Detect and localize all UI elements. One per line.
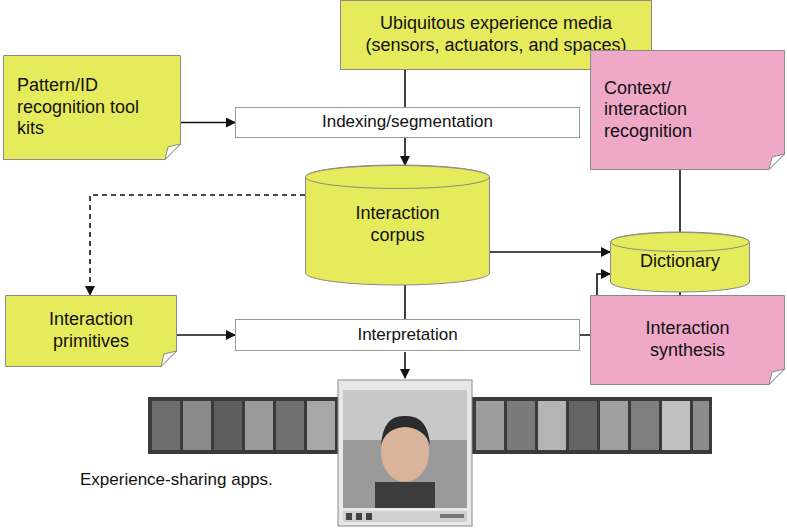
process-box: Indexing/segmentation: [235, 107, 580, 138]
node-text: Interpretation: [357, 325, 457, 345]
connector-arrow: [90, 195, 305, 295]
connector-arrow: [404, 70, 406, 107]
note-box: Context/ interaction recognition: [590, 50, 785, 170]
database-cylinder: Interaction corpus: [305, 165, 490, 285]
process-box: Interpretation: [235, 319, 580, 351]
connector-arrow: [490, 251, 610, 253]
film-strip-left: [148, 397, 338, 454]
node-text: Interaction primitives: [31, 309, 151, 352]
connector-arrow: [404, 285, 406, 319]
node-text: Interaction corpus: [338, 203, 458, 246]
note-box: Interaction primitives: [5, 295, 177, 367]
node-text: Dictionary: [640, 251, 720, 273]
connector-arrow: [404, 138, 406, 165]
node-text: Pattern/ID recognition tool kits: [17, 75, 147, 140]
video-player: [338, 380, 472, 526]
output-arrow: [404, 352, 406, 378]
node-text: Interaction synthesis: [623, 318, 753, 361]
note-box: Interaction synthesis: [590, 295, 785, 385]
connector-arrow: [177, 334, 235, 336]
connector-arrow: [679, 170, 681, 232]
connector-arrow: [181, 122, 235, 124]
caption-label: Experience-sharing apps.: [80, 470, 273, 490]
database-cylinder: Dictionary: [610, 232, 750, 292]
node-text: Context/ interaction recognition: [604, 78, 744, 143]
film-strip-right: [472, 397, 712, 454]
node-text: Indexing/segmentation: [322, 112, 493, 132]
note-box: Pattern/ID recognition tool kits: [3, 55, 181, 160]
